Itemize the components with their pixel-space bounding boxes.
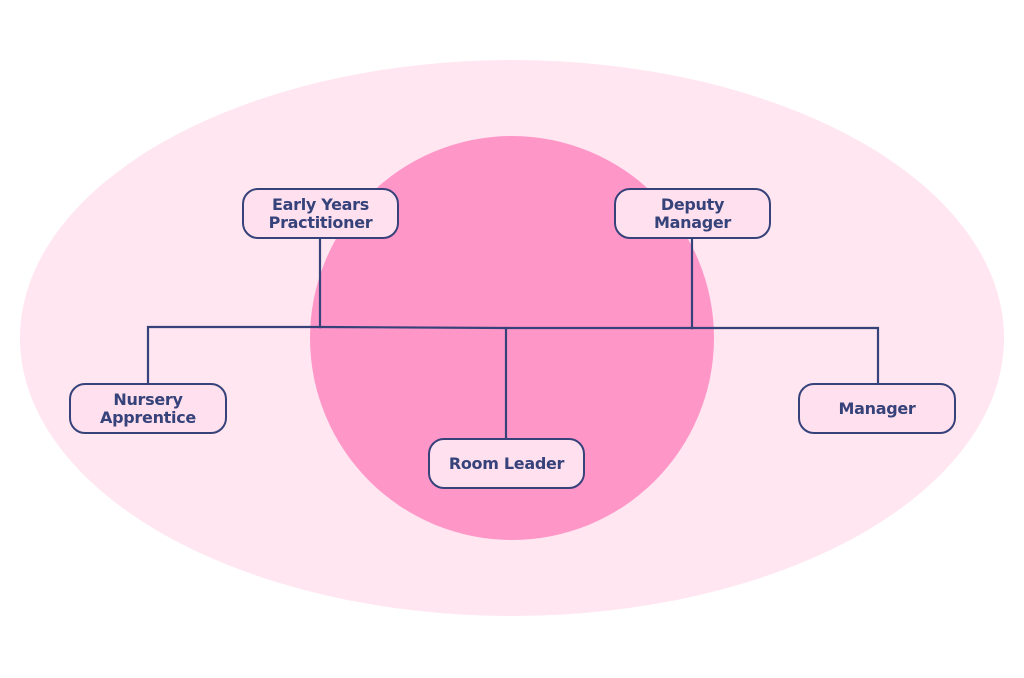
node-room-leader: Room Leader [428,438,585,489]
node-label-line1: Nursery [113,389,183,409]
node-label-line2: Manager [653,212,731,232]
inner-circle [310,136,714,540]
node-label-line2: Apprentice [100,407,196,427]
node-label-line2: Practitioner [268,212,373,232]
node-early-years-practitioner: Early Years Practitioner [242,188,399,239]
node-manager: Manager [798,383,956,434]
connector-nursery [146,325,322,385]
node-label: Manager [838,398,916,418]
node-label: Room Leader [448,453,565,473]
connector-manager [690,326,880,386]
node-nursery-apprentice: Nursery Apprentice [69,383,227,434]
node-label-line1: Deputy [660,194,725,214]
node-deputy-manager: Deputy Manager [614,188,771,239]
node-label-line1: Early Years [272,194,369,214]
